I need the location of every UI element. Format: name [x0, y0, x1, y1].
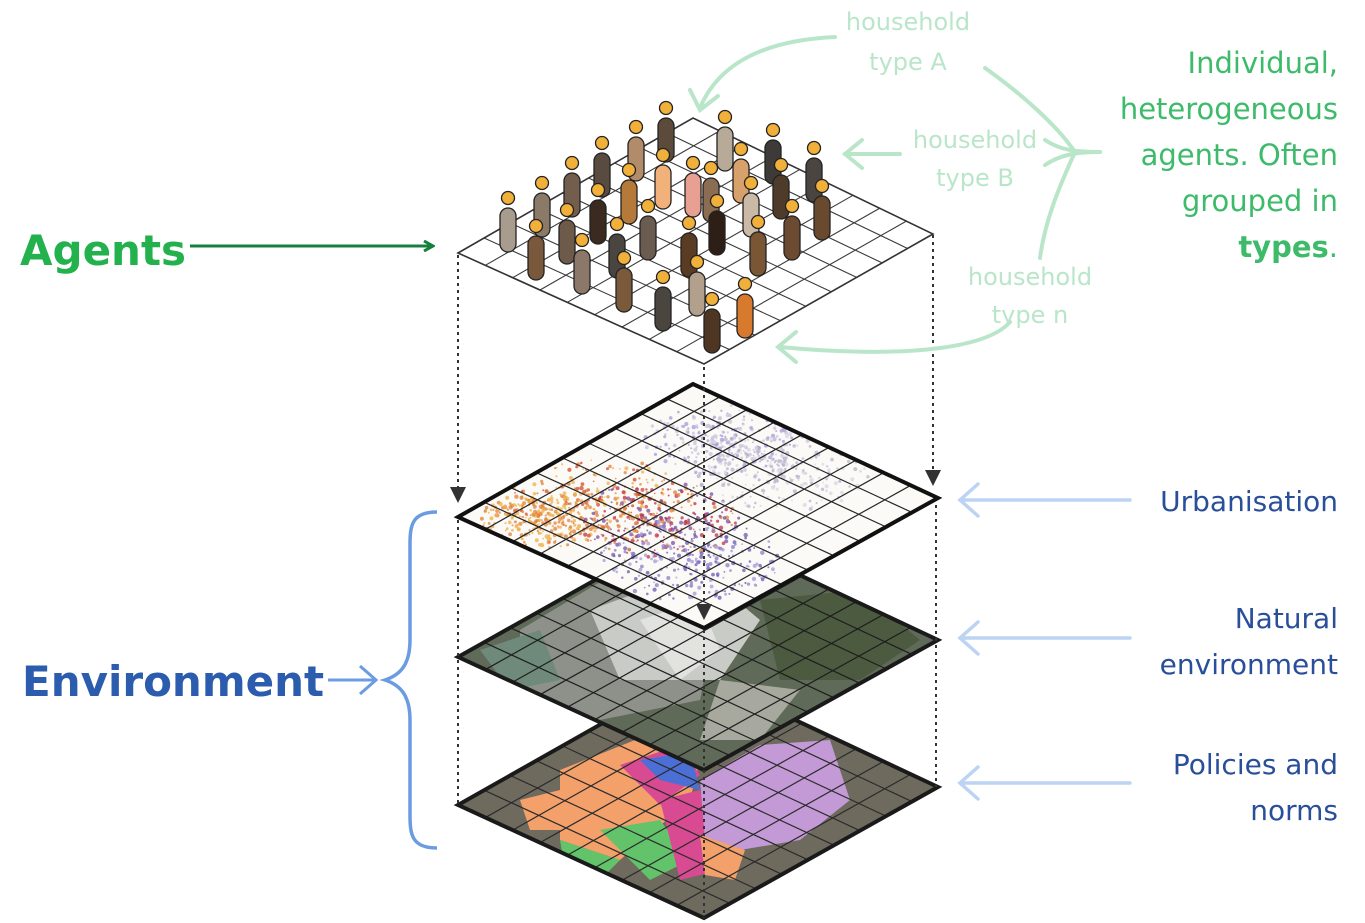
- household-type-a: household type A: [846, 8, 970, 76]
- svg-text:household: household: [846, 8, 970, 36]
- policies-norms-label-2: norms: [1250, 794, 1338, 827]
- agent-figures: [499, 100, 831, 354]
- household-type-n: household type n: [968, 263, 1092, 329]
- natural-environment-label-1: Natural: [1235, 602, 1338, 635]
- policies-norms-label-1: Policies and: [1173, 748, 1338, 781]
- layer-arrows: [957, 482, 1132, 801]
- svg-text:Individual,: Individual,: [1188, 46, 1338, 80]
- environment-label: Environment: [22, 657, 324, 706]
- household-type-b: household type B: [913, 126, 1037, 192]
- natural-environment-label-2: environment: [1160, 648, 1338, 681]
- svg-text:types.: types.: [1238, 230, 1338, 264]
- svg-text:household: household: [913, 126, 1037, 154]
- urbanisation-layer: [453, 381, 943, 631]
- svg-text:type n: type n: [992, 301, 1068, 329]
- svg-text:household: household: [968, 263, 1092, 291]
- policies-grid: [483, 684, 913, 906]
- agents-layer: [456, 100, 935, 365]
- svg-text:type A: type A: [869, 48, 947, 76]
- layer-connectors: [450, 235, 941, 918]
- urbanisation-label: Urbanisation: [1160, 485, 1338, 518]
- svg-text:type B: type B: [936, 164, 1014, 192]
- urbanisation-grid: [483, 396, 913, 617]
- svg-text:heterogeneous: heterogeneous: [1120, 92, 1338, 126]
- agents-note: Individual, heterogeneous agents. Often …: [1120, 46, 1338, 264]
- svg-text:agents. Often: agents. Often: [1141, 138, 1338, 172]
- svg-text:grouped in: grouped in: [1182, 184, 1338, 218]
- environment-arrow: [328, 664, 379, 696]
- household-arrows: [688, 35, 1102, 364]
- environment-brace: [379, 510, 438, 850]
- agents-label: Agents: [20, 226, 186, 275]
